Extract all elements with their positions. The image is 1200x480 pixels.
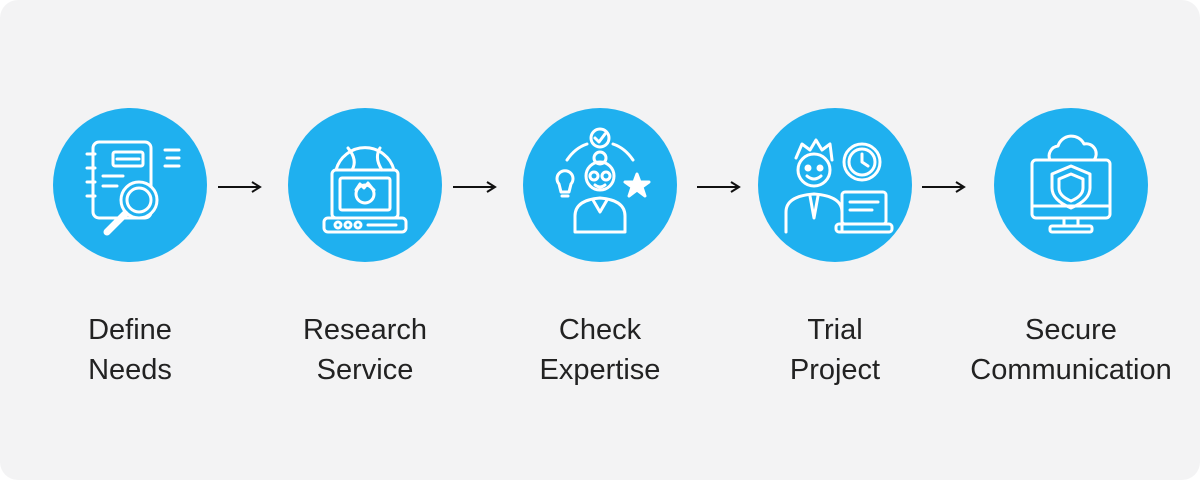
step-label-line-1: Research — [302, 314, 428, 346]
step-define-needs: Define Needs — [20, 108, 240, 408]
arrow-right-icon — [453, 181, 497, 193]
step-research-service: Research Service — [255, 108, 475, 408]
step-icon-circle — [758, 108, 912, 262]
step-label-line-1: Check — [558, 314, 642, 346]
step-icon-circle — [994, 108, 1148, 262]
step-label-line-2: Needs — [88, 354, 172, 386]
arrow-right-icon — [697, 181, 741, 193]
step-label-line-1: Secure — [1025, 314, 1117, 346]
notebook-magnifier-icon — [85, 140, 181, 236]
step-icon-circle — [523, 108, 677, 262]
arrow-right-icon — [218, 181, 262, 193]
step-secure-communication: Secure Communication — [961, 108, 1181, 408]
step-label-line-1: Define — [88, 314, 172, 346]
step-label: Research Service — [255, 310, 475, 390]
step-label: Secure Communication — [961, 310, 1181, 390]
step-label-line-2: Expertise — [539, 354, 661, 386]
arrow-right-icon — [922, 181, 966, 193]
expert-woman-icon — [555, 127, 651, 234]
step-label: Trial Project — [725, 310, 945, 390]
worker-clock-laptop-icon — [784, 138, 894, 234]
step-label-line-2: Communication — [970, 354, 1172, 386]
step-label-line-1: Trial — [807, 314, 863, 346]
step-icon-circle — [288, 108, 442, 262]
step-label-line-2: Project — [789, 354, 881, 386]
step-label: Check Expertise — [490, 310, 710, 390]
step-trial-project: Trial Project — [725, 108, 945, 408]
step-label: Define Needs — [20, 310, 240, 390]
step-label-line-2: Service — [316, 354, 414, 386]
globe-laptop-icon — [322, 146, 408, 234]
shield-monitor-icon — [1030, 134, 1112, 234]
step-check-expertise: Check Expertise — [490, 108, 710, 408]
step-icon-circle — [53, 108, 207, 262]
